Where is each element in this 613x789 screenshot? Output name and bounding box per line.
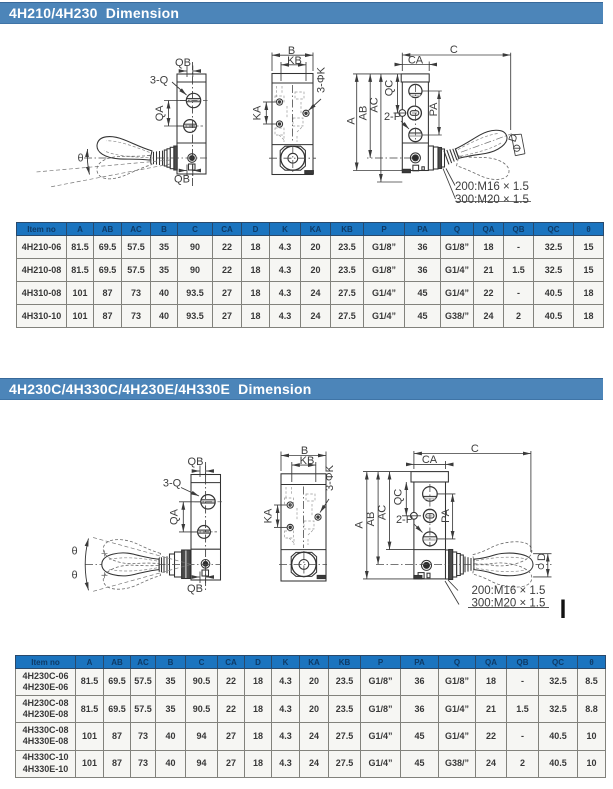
svg-text:QB: QB (188, 456, 204, 468)
svg-text:QB: QB (175, 57, 191, 69)
svg-text:θ: θ (78, 153, 84, 165)
svg-text:PA: PA (428, 102, 440, 117)
svg-text:300:M20 × 1.5: 300:M20 × 1.5 (455, 194, 529, 206)
svg-text:D: D (536, 553, 548, 561)
svg-text:KB: KB (287, 55, 302, 67)
svg-text:CA: CA (408, 55, 424, 67)
svg-text:QA: QA (169, 508, 181, 525)
svg-text:PA: PA (440, 508, 452, 523)
svg-text:200:M16 × 1.5: 200:M16 × 1.5 (472, 585, 546, 597)
svg-text:300:M20 × 1.5: 300:M20 × 1.5 (472, 598, 546, 610)
svg-text:D: D (507, 132, 521, 143)
svg-text:θ: θ (72, 570, 78, 582)
svg-text:CA: CA (422, 454, 438, 466)
svg-text:C: C (471, 443, 479, 455)
svg-text:QC: QC (384, 80, 396, 97)
svg-text:A: A (354, 521, 366, 529)
svg-text:KA: KA (263, 508, 275, 523)
svg-text:QC: QC (393, 489, 405, 506)
svg-text:QB: QB (187, 583, 203, 595)
svg-text:KB: KB (300, 455, 315, 467)
svg-text:AB: AB (358, 106, 370, 121)
svg-text:KA: KA (252, 105, 264, 120)
svg-text:B: B (301, 445, 308, 457)
svg-text:2-P: 2-P (384, 111, 401, 123)
svg-text:AC: AC (369, 97, 381, 112)
svg-text:θ: θ (72, 546, 78, 558)
svg-text:3-ΦK: 3-ΦK (324, 464, 336, 491)
svg-text:A: A (346, 117, 358, 125)
svg-text:C: C (450, 44, 458, 56)
svg-text:QA: QA (154, 105, 166, 122)
svg-text:AB: AB (365, 512, 377, 527)
svg-text:200:M16 × 1.5: 200:M16 × 1.5 (455, 181, 529, 193)
svg-text:3-Q: 3-Q (163, 478, 182, 490)
svg-text:2-P: 2-P (396, 514, 413, 526)
svg-text:QB: QB (174, 174, 190, 186)
svg-text:3-Q: 3-Q (150, 75, 169, 87)
svg-text:3-ΦK: 3-ΦK (316, 66, 328, 93)
svg-text:AC: AC (377, 505, 389, 520)
svg-text:B: B (288, 45, 295, 57)
